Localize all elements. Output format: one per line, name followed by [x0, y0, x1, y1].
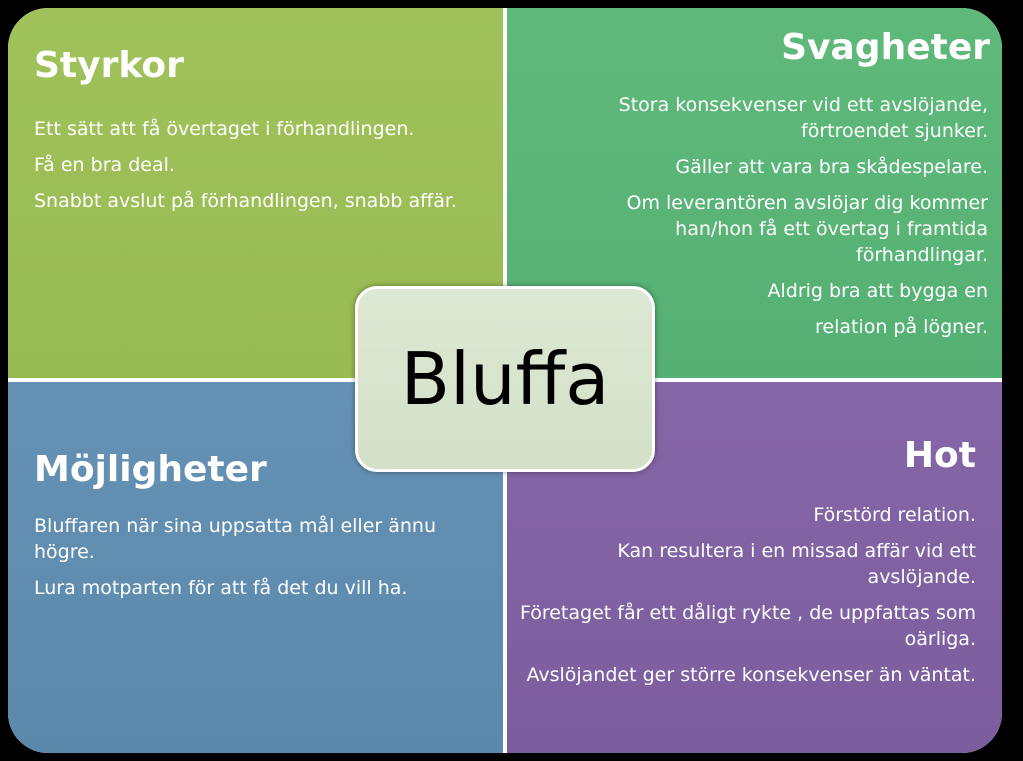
list-item: Bluffaren när sina uppsatta mål eller än… — [34, 515, 437, 563]
weaknesses-list: Stora konsekvenser vid ett avslöjande, f… — [558, 92, 988, 350]
list-item: Ett sätt att få övertaget i förhandlinge… — [34, 118, 415, 140]
list-item: Stora konsekvenser vid ett avslöjande, f… — [618, 94, 988, 142]
list-item: Kan resultera i en missad affär vid ett … — [617, 540, 976, 588]
center-label: Bluffa — [400, 337, 610, 421]
swot-board: Styrkor Ett sätt att få övertaget i förh… — [8, 8, 1002, 753]
strengths-list: Ett sätt att få övertaget i förhandlinge… — [34, 116, 474, 224]
threats-list: Förstörd relation. Kan resultera i en mi… — [506, 502, 976, 698]
list-item: Förstörd relation. — [813, 504, 976, 526]
list-item: Lura motparten för att få det du vill ha… — [34, 577, 408, 599]
list-item: Företaget får ett dåligt rykte , de uppf… — [519, 602, 976, 650]
list-item: Avslöjandet ger större konsekvenser än v… — [526, 664, 976, 686]
quadrant-title-strengths: Styrkor — [34, 45, 184, 86]
quadrant-title-threats: Hot — [903, 435, 976, 476]
quadrant-strengths: Styrkor Ett sätt att få övertaget i förh… — [8, 8, 503, 378]
list-item: Aldrig bra att bygga en — [767, 280, 988, 302]
quadrant-title-opportunities: Möjligheter — [34, 449, 267, 490]
list-item: relation på lögner. — [815, 316, 988, 338]
opportunities-list: Bluffaren när sina uppsatta mål eller än… — [34, 513, 484, 611]
list-item: Få en bra deal. — [34, 154, 175, 176]
list-item: Snabbt avslut på förhandlingen, snabb af… — [34, 190, 457, 212]
quadrant-title-weaknesses: Svagheter — [781, 27, 990, 68]
list-item: Om leverantören avslöjar dig kommer han/… — [626, 192, 988, 266]
center-label-box: Bluffa — [355, 286, 655, 472]
list-item: Gäller att vara bra skådespelare. — [675, 156, 988, 178]
